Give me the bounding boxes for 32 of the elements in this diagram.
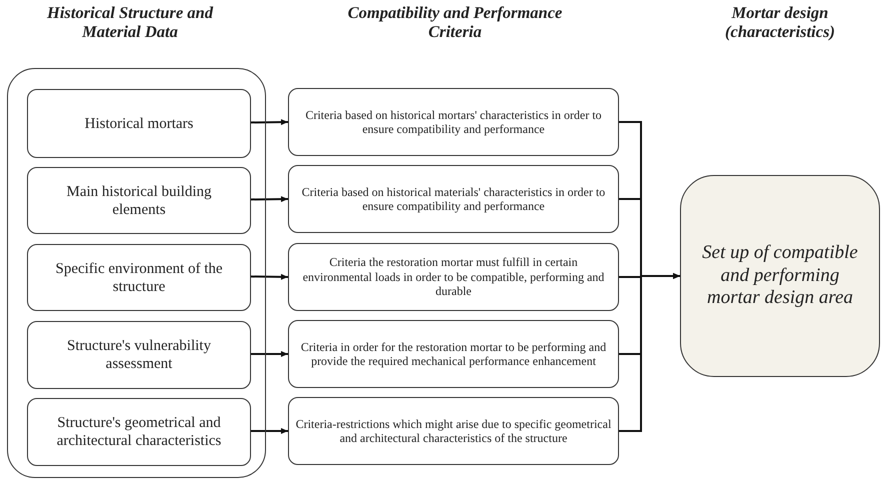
box-text: Criteria in order for the restoration mortar to be performing and provide the required mechanical performance enhancement (300, 340, 608, 368)
box-text: Criteria-restrictions which might arise due to specific geometrical and architectural characteristics of the structure (295, 416, 612, 446)
process-box (27, 321, 251, 389)
box-text: Criteria based on historical mortars' characteristics in order to ensure compatibility and performance (304, 108, 603, 136)
column-heading: Historical Structure and Material Data (46, 4, 214, 42)
arrow (619, 273, 680, 432)
box-text: Structure's geometrical and architectural characteristics (56, 414, 222, 450)
process-box (27, 89, 251, 158)
criteria-box (288, 88, 619, 156)
result-text: Set up of compatible and performing mortar design area (701, 242, 859, 310)
box-text: Main historical building elements (66, 182, 212, 218)
criteria-box (288, 320, 619, 388)
box-text: Criteria based on historical materials' characteristics in order to ensure compatibility and performance (300, 184, 606, 214)
arrow (250, 351, 288, 357)
process-box (27, 244, 251, 311)
column-heading: Mortar design (characteristics) (724, 4, 836, 42)
result-box (680, 175, 880, 377)
arrow (250, 119, 288, 126)
process-box (27, 398, 251, 466)
criteria-box (288, 397, 619, 465)
criteria-box (288, 243, 619, 311)
criteria-box (288, 165, 619, 233)
box-text: Specific environment of the structure (54, 260, 224, 296)
column-heading: Compatibility and Performance Criteria (346, 4, 564, 42)
box-text: Structure's vulnerability assessment (66, 337, 212, 373)
arrow (250, 196, 288, 202)
box-text: Criteria the restoration mortar must fulfill in certain environmental loads in order to be compatible, performing and durable (302, 255, 606, 299)
box-text: Historical mortars (84, 114, 194, 132)
arrow (250, 274, 288, 280)
group-panel (7, 68, 266, 478)
process-box (27, 167, 251, 234)
arrow (250, 428, 288, 434)
